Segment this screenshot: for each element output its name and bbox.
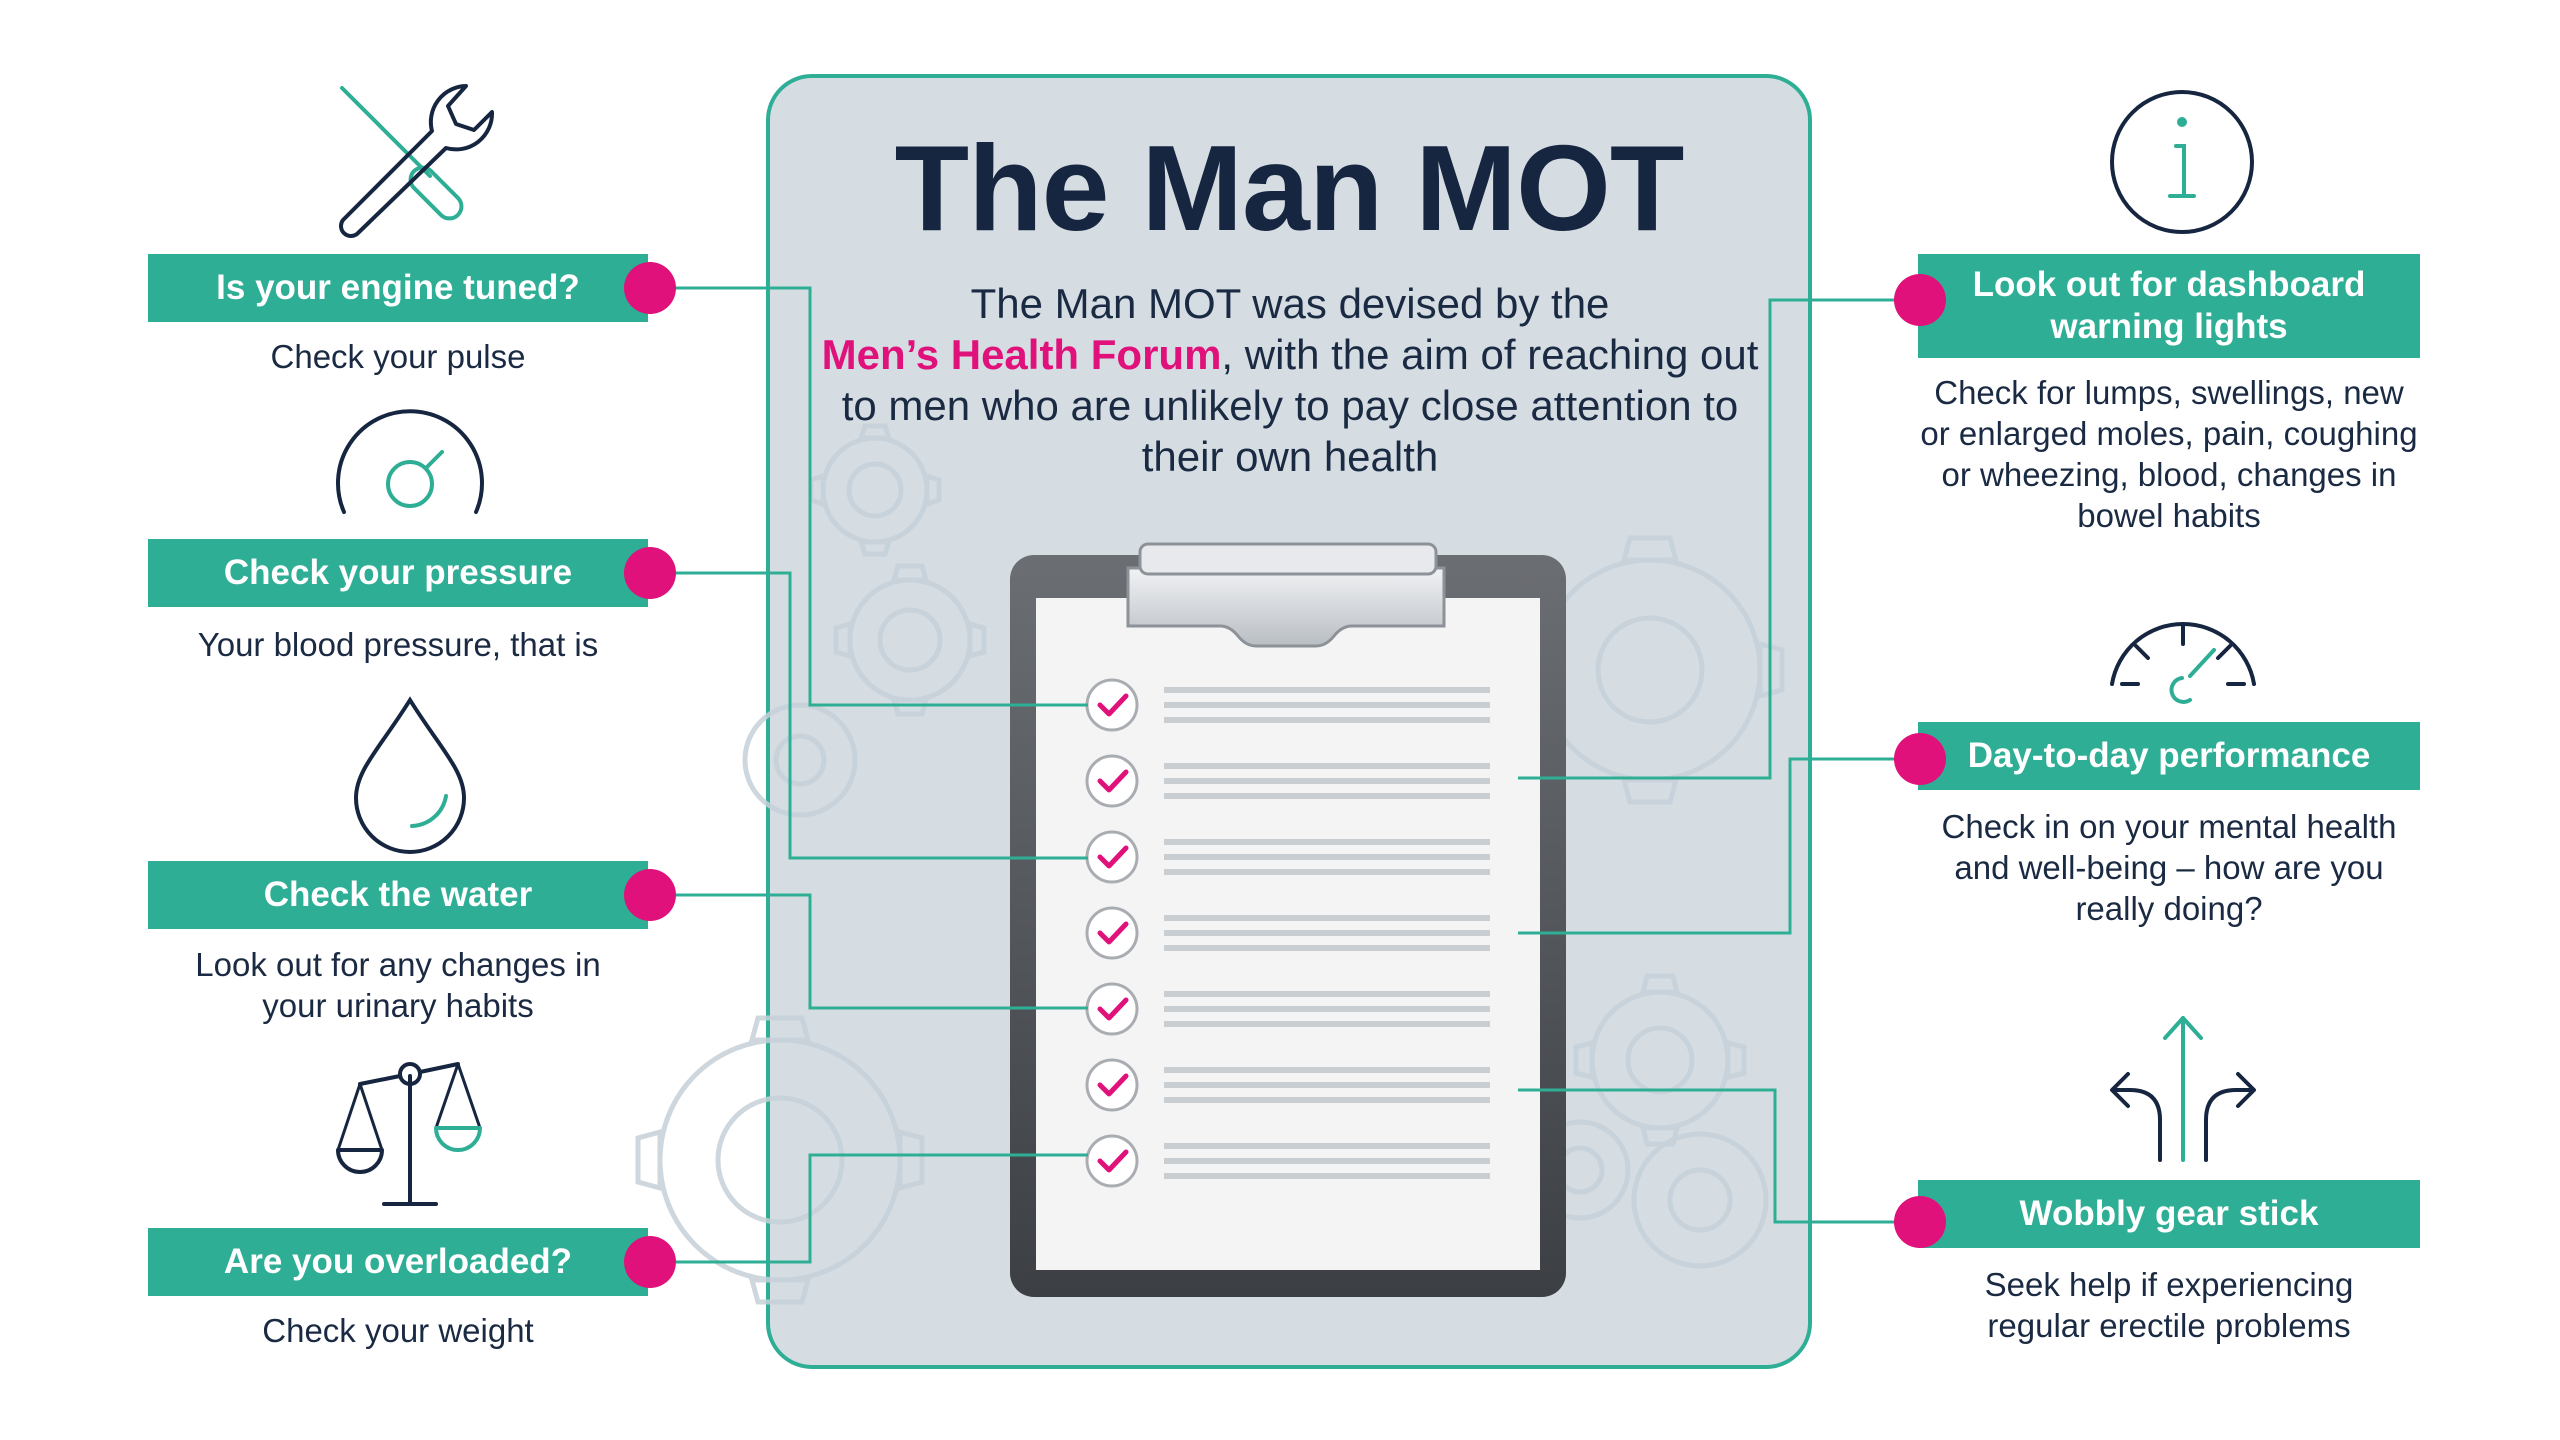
wrench-screwdriver-icon: [339, 84, 495, 238]
label-wobbly-gear-stick: Wobbly gear stick: [1918, 1180, 2420, 1248]
caption-blood-pressure: Your blood pressure, that is: [197, 626, 599, 663]
mens-health-forum-link[interactable]: Men’s Health Forum: [821, 331, 1222, 378]
checkbox-circle: [1085, 754, 1139, 808]
connector-dot: [624, 547, 676, 599]
caption-urinary-habits: Look out for any changes in your urinary…: [195, 946, 601, 1024]
connector-dot: [624, 1236, 676, 1288]
checklist-row: [1085, 830, 1490, 884]
label-day-to-day-performance: Day-to-day performance: [1918, 722, 2420, 790]
checkbox-circle: [1085, 906, 1139, 960]
speedometer-icon: [2110, 622, 2256, 704]
label-check-pressure: Check your pressure: [148, 539, 648, 607]
checkmark-icon: [1097, 769, 1129, 793]
connector-dot: [624, 262, 676, 314]
checklist-row: [1085, 982, 1490, 1036]
label-dashboard-warning-lights: Look out for dashboard warning lights: [1918, 254, 2420, 358]
connector-dot: [1894, 733, 1946, 785]
page-title: The Man MOT: [894, 120, 1685, 256]
connector-dot: [1894, 274, 1946, 326]
checkmark-icon: [1097, 845, 1129, 869]
checkbox-circle: [1085, 1058, 1139, 1112]
weighing-scales-icon: [336, 1062, 482, 1206]
label-check-water: Check the water: [148, 861, 648, 929]
split-arrows-icon: [2110, 1016, 2256, 1162]
info-icon: [2110, 90, 2254, 234]
checklist-row: [1085, 678, 1490, 732]
label-engine-tuned: Is your engine tuned?: [148, 254, 648, 322]
water-drop-icon: [353, 696, 467, 854]
intro-before: The Man MOT was devised by the: [970, 280, 1610, 327]
caption-erectile-problems: Seek help if experiencing regular erecti…: [1984, 1266, 2354, 1344]
intro-after: with the aim of reaching out to men who …: [841, 331, 1759, 480]
checkmark-icon: [1097, 921, 1129, 945]
connector-dot: [1894, 1196, 1946, 1248]
checkmark-icon: [1097, 1073, 1129, 1097]
checklist-row: [1085, 906, 1490, 960]
checkmark-icon: [1097, 1149, 1129, 1173]
connector-dot: [624, 869, 676, 921]
pressure-gauge-icon: [336, 409, 484, 514]
checklist-row: [1085, 1058, 1490, 1112]
label-overloaded: Are you overloaded?: [148, 1228, 648, 1296]
caption-lumps-swellings: Check for lumps, swellings, new or enlar…: [1920, 374, 2418, 534]
checkbox-circle: [1085, 1134, 1139, 1188]
caption-check-weight: Check your weight: [262, 1312, 534, 1349]
caption-check-pulse: Check your pulse: [270, 338, 526, 375]
checkmark-icon: [1097, 997, 1129, 1021]
checkmark-icon: [1097, 693, 1129, 717]
intro-text: The Man MOT was devised by the Men’s Hea…: [821, 280, 1759, 480]
caption-mental-health: Check in on your mental health and well-…: [1941, 808, 2397, 927]
checklist-row: [1085, 1134, 1490, 1188]
checklist-row: [1085, 754, 1490, 808]
